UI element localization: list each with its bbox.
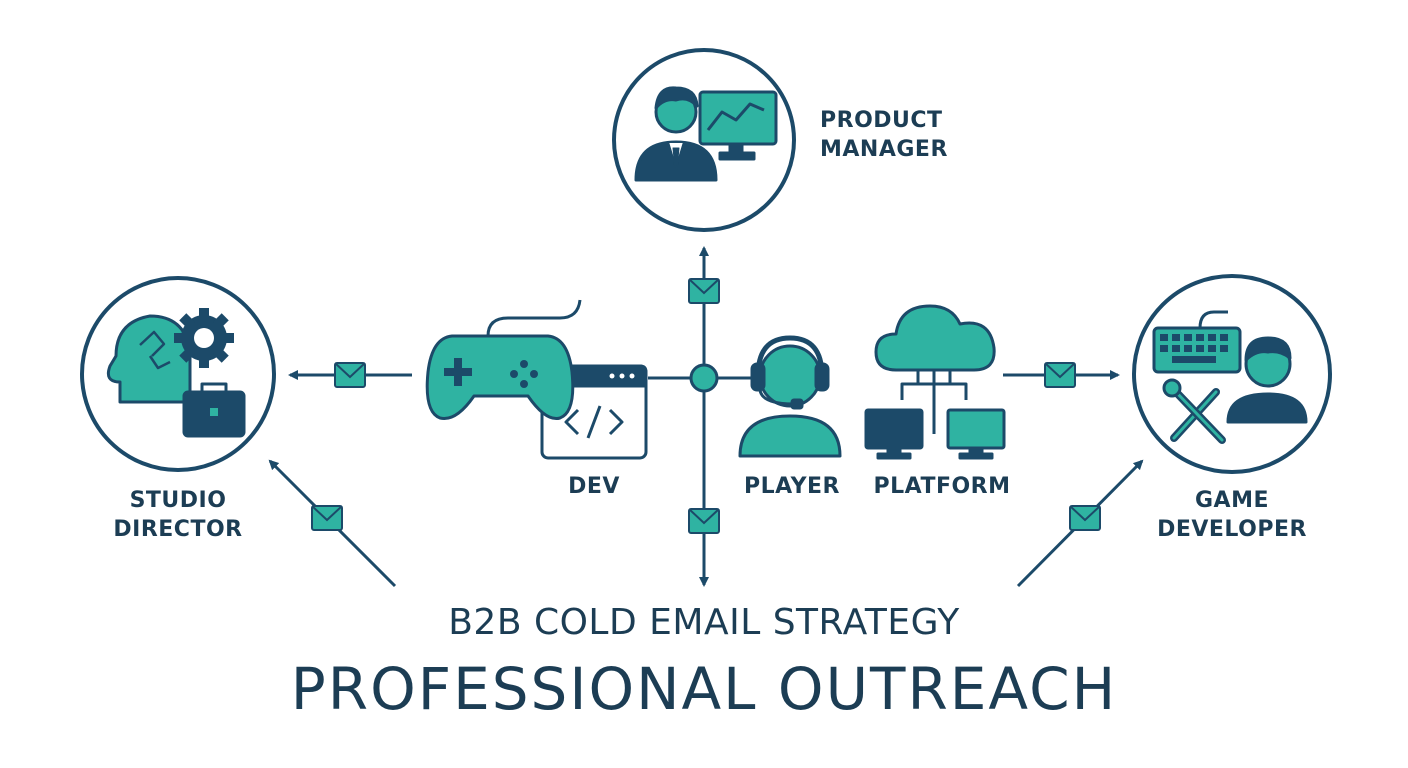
product-manager-label-line1: PRODUCT [820, 108, 943, 133]
main-title: PROFESSIONAL OUTREACH [290, 655, 1118, 723]
player-label: PLAYER [744, 474, 840, 499]
dev-icon-group [425, 299, 648, 460]
envelope-icon [688, 278, 720, 304]
platform-label: PLATFORM [873, 474, 1011, 499]
game-developer-label-line2: DEVELOPER [1157, 517, 1307, 542]
game-developer-circle [1132, 274, 1332, 474]
studio-director-label-line2: DIRECTOR [113, 517, 243, 542]
subtitle: B2B COLD EMAIL STRATEGY [448, 602, 960, 643]
cloud-network-icon [864, 304, 1006, 460]
studio-director-node [80, 276, 276, 472]
developer-keyboard-tools-icon [1152, 310, 1308, 444]
product-manager-label: PRODUCT MANAGER [820, 106, 948, 164]
manager-with-chart-monitor-icon [634, 86, 778, 182]
hub-node [689, 363, 719, 393]
envelope-icon [311, 505, 343, 531]
game-developer-node [1132, 274, 1332, 474]
product-manager-node [612, 48, 796, 232]
game-developer-label: GAME DEVELOPER [1142, 486, 1322, 544]
gamepad-icon [425, 299, 582, 421]
dev-label: DEV [568, 474, 620, 499]
game-developer-label-line1: GAME [1194, 488, 1269, 513]
envelope-icon [688, 508, 720, 534]
studio-director-label: STUDIO DIRECTOR [88, 486, 268, 544]
envelope-icon [1069, 505, 1101, 531]
headset-player-icon [738, 335, 842, 458]
head-gear-briefcase-icon [106, 308, 246, 438]
envelope-icon [1044, 362, 1076, 388]
product-manager-label-line2: MANAGER [820, 137, 948, 162]
studio-director-label-line1: STUDIO [129, 488, 227, 513]
envelope-icon [334, 362, 366, 388]
